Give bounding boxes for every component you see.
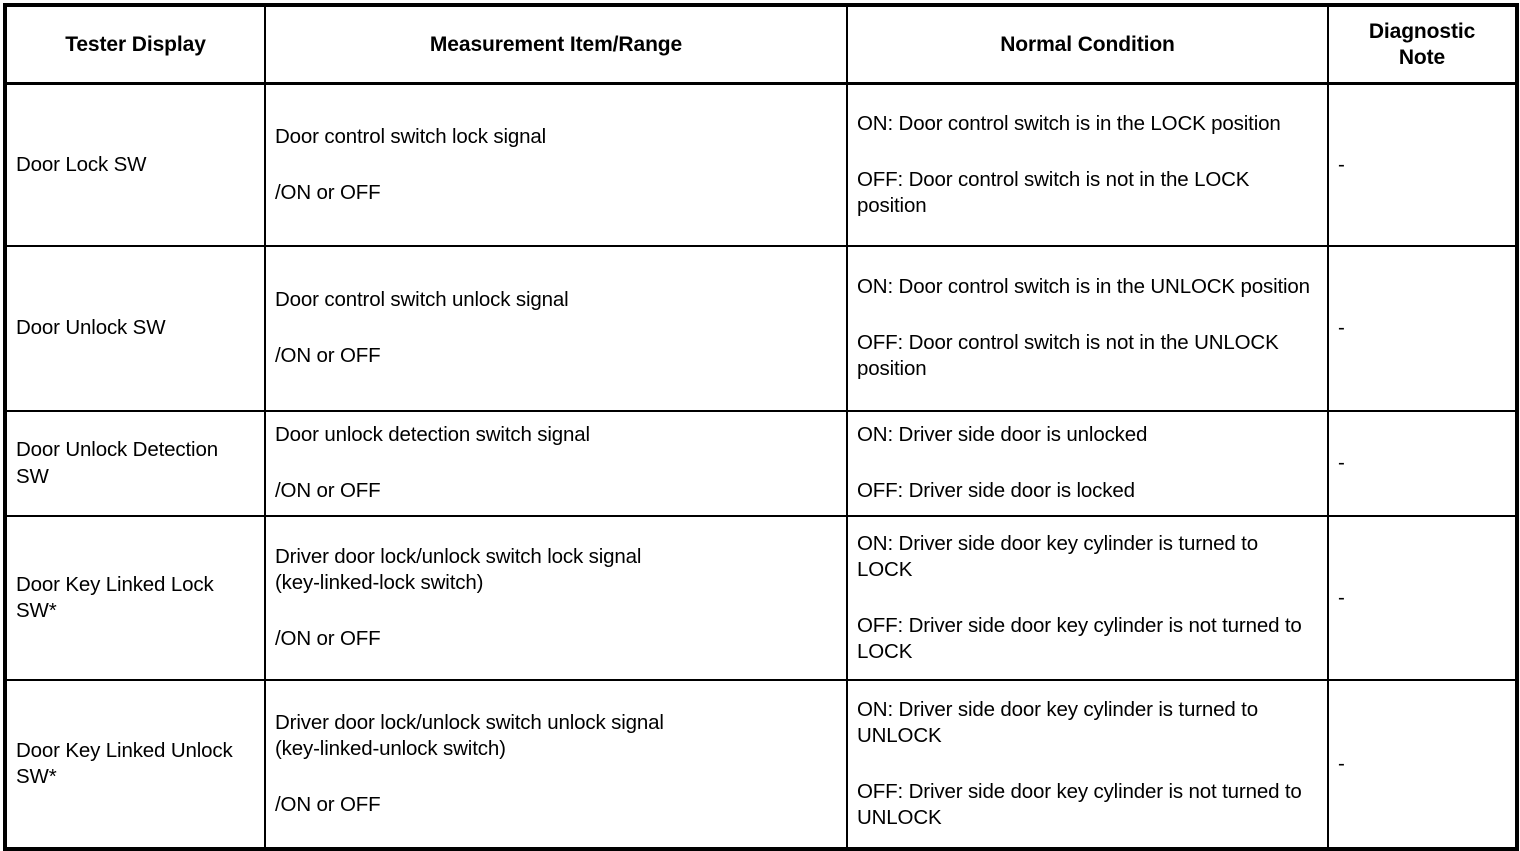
measurement-signal-text: Driver door lock/unlock switch lock sign… [275,544,642,568]
table-header: Tester Display Measurement Item/Range No… [5,5,1517,85]
cell-tester-display: Door Unlock Detection SW [5,411,266,517]
cell-diagnostic-note: - [1328,411,1517,517]
normal-condition-on-text: ON: Driver side door key cylinder is tur… [857,697,1258,747]
table-row: Door Key Linked Unlock SW* Driver door l… [5,680,1517,849]
normal-condition-off-text: OFF: Driver side door is locked [857,479,1135,503]
table-row: Door Key Linked Lock SW* Driver door loc… [5,516,1517,681]
column-header-measurement-item-range: Measurement Item/Range [265,5,848,85]
cell-normal-condition: ON: Door control switch is in the UNLOCK… [847,246,1329,412]
cell-diagnostic-note: - [1338,751,1345,775]
cell-diagnostic-note: - [1328,83,1517,247]
table-row: Door Unlock Detection SW Door unlock det… [5,411,1517,517]
measurement-signal-text: Door control switch lock signal [275,124,547,148]
measurement-sub-text: (key-linked-unlock switch) [275,737,506,761]
measurement-range-text: /ON or OFF [275,344,381,368]
normal-condition-on-text: ON: Door control switch is in the UNLOCK… [857,275,1310,299]
measurement-signal-text: Door unlock detection switch signal [275,423,590,447]
column-header-diagnostic-note: Diagnostic Note [1328,5,1517,85]
tester-display-spec-table: Tester Display Measurement Item/Range No… [3,3,1519,851]
normal-condition-on-text: ON: Door control switch is in the LOCK p… [857,111,1281,135]
measurement-signal-text: Door control switch unlock signal [275,288,569,312]
normal-condition-off-text: OFF: Door control switch is not in the U… [857,331,1279,381]
normal-condition-on-text: ON: Driver side door is unlocked [857,423,1148,447]
cell-normal-condition: ON: Driver side door is unlocked OFF: Dr… [847,411,1329,517]
measurement-range-text: /ON or OFF [275,180,381,204]
cell-normal-condition: ON: Driver side door key cylinder is tur… [847,680,1329,849]
measurement-range-text: /ON or OFF [275,626,381,650]
cell-tester-display: Door Unlock SW [5,246,266,412]
cell-measurement-item-range: Driver door lock/unlock switch unlock si… [265,680,848,849]
cell-normal-condition: ON: Door control switch is in the LOCK p… [847,83,1329,247]
cell-tester-display: Door Lock SW [5,83,266,247]
cell-measurement-item-range: Door control switch unlock signal /ON or… [265,246,848,412]
cell-measurement-item-range: Door unlock detection switch signal /ON … [265,411,848,517]
normal-condition-off-text: OFF: Driver side door key cylinder is no… [857,613,1302,664]
spec-table-container: Tester Display Measurement Item/Range No… [0,3,1520,851]
table-row: Door Unlock SW Door control switch unloc… [5,246,1517,412]
measurement-range-text: /ON or OFF [275,479,381,503]
table-row: Door Lock SW Door control switch lock si… [5,83,1517,247]
normal-condition-off-text: OFF: Door control switch is not in the L… [857,167,1250,217]
measurement-range-text: /ON or OFF [275,792,381,816]
measurement-sub-text: (key-linked-lock switch) [275,571,484,595]
cell-normal-condition: ON: Driver side door key cylinder is tur… [847,516,1329,681]
column-header-tester-display: Tester Display [5,5,266,85]
cell-tester-display: Door Key Linked Unlock SW* [5,680,266,849]
cell-measurement-item-range: Door control switch lock signal /ON or O… [265,83,848,247]
cell-tester-display: Door Key Linked Lock SW* [5,516,266,681]
normal-condition-on-text: ON: Driver side door key cylinder is tur… [857,531,1258,581]
cell-measurement-item-range: Driver door lock/unlock switch lock sign… [265,516,848,681]
table-header-row: Tester Display Measurement Item/Range No… [5,5,1517,85]
cell-diagnostic-note: - [1328,516,1517,681]
table-body: Door Lock SW Door control switch lock si… [5,83,1517,849]
cell-diagnostic-note: - [1328,246,1517,412]
measurement-signal-text: Driver door lock/unlock switch unlock si… [275,710,664,734]
column-header-normal-condition: Normal Condition [847,5,1329,85]
normal-condition-off-text: OFF: Driver side door key cylinder is no… [857,779,1302,830]
